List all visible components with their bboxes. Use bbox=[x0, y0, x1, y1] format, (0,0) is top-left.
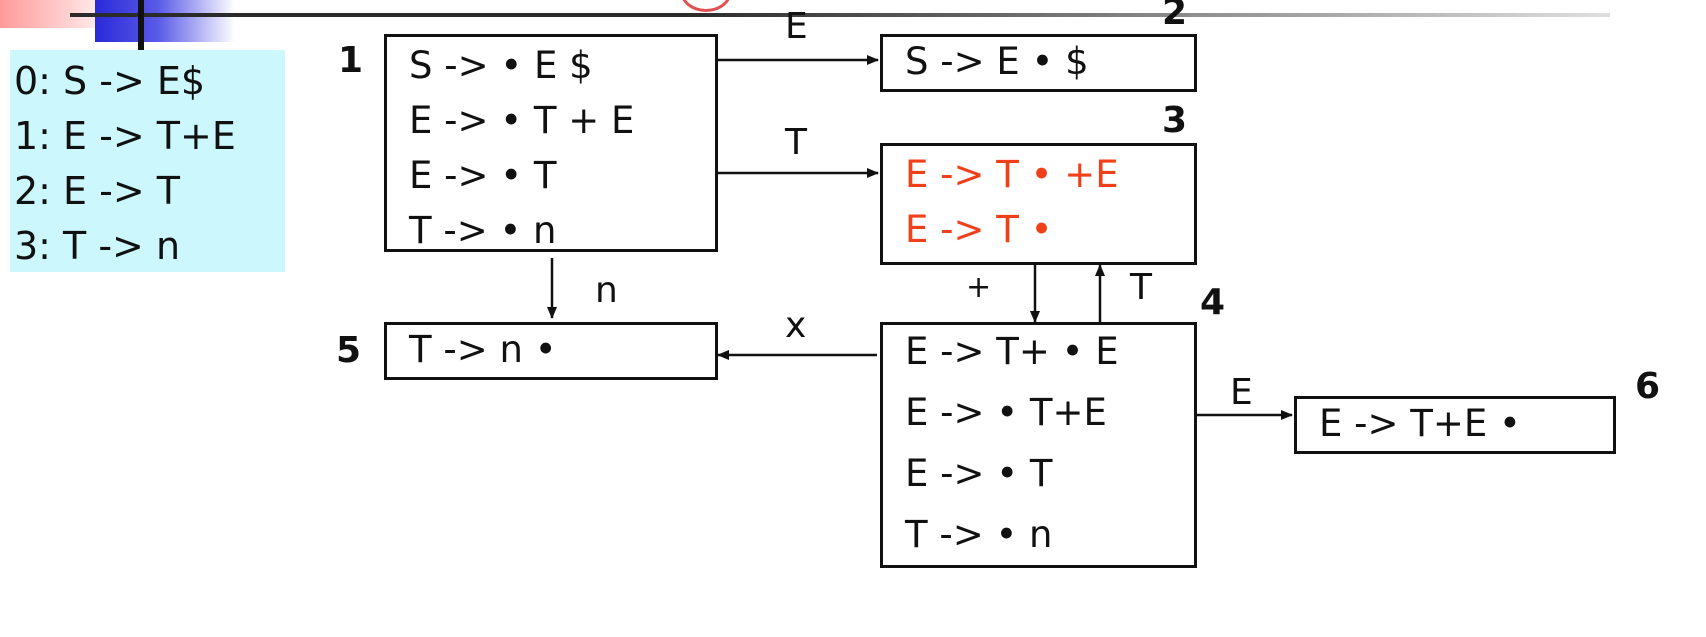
lr-item: T -> • n bbox=[905, 513, 1053, 556]
lr-item: E -> • T bbox=[905, 452, 1053, 495]
state-box-1: S -> • E $ E -> • T + E E -> • T T -> • … bbox=[384, 34, 718, 252]
state-box-4: E -> T+ • E E -> • T+E E -> • T T -> • n bbox=[880, 322, 1197, 568]
edge-label-4-5: x bbox=[785, 305, 807, 346]
state-box-6: E -> T+E • bbox=[1294, 396, 1616, 454]
state-number-3: 3 bbox=[1162, 100, 1188, 141]
edge-label-4-6: E bbox=[1230, 372, 1253, 413]
header-rule-line bbox=[70, 13, 1610, 17]
lr-item: S -> • E $ bbox=[409, 44, 593, 87]
grammar-rules-panel: 0: S -> E$ 1: E -> T+E 2: E -> T 3: T ->… bbox=[10, 50, 285, 272]
lr-item: E -> T+ • E bbox=[905, 330, 1119, 373]
lr-item: T -> • n bbox=[409, 209, 557, 252]
edge-label-1-3: T bbox=[785, 122, 807, 163]
state-number-1: 1 bbox=[338, 40, 364, 81]
edge-label-1-2: E bbox=[785, 6, 808, 47]
lr-item: E -> • T bbox=[409, 154, 557, 197]
state-number-5: 5 bbox=[336, 330, 362, 371]
header-decoration-blue bbox=[95, 0, 235, 42]
header-tick-mark bbox=[138, 0, 144, 52]
grammar-rule: 3: T -> n bbox=[14, 224, 181, 268]
state-number-2: 2 bbox=[1162, 0, 1188, 33]
edge-label-1-5: n bbox=[595, 270, 618, 311]
state-box-5: T -> n • bbox=[384, 322, 718, 380]
lr-item: E -> • T+E bbox=[905, 391, 1107, 434]
state-number-6: 6 bbox=[1635, 366, 1661, 407]
state-box-3: E -> T • +E E -> T • bbox=[880, 143, 1197, 265]
state-box-2: S -> E • $ bbox=[880, 34, 1197, 92]
lr-item: E -> • T + E bbox=[409, 99, 635, 142]
lr-item-conflict: E -> T • +E bbox=[905, 153, 1119, 196]
lr-item: S -> E • $ bbox=[905, 40, 1089, 83]
edge-label-3-4: + bbox=[966, 270, 992, 305]
grammar-rule: 1: E -> T+E bbox=[14, 114, 236, 158]
grammar-rule: 2: E -> T bbox=[14, 169, 180, 213]
lr-item-conflict: E -> T • bbox=[905, 208, 1053, 251]
lr-item: T -> n • bbox=[409, 328, 557, 371]
state-number-4: 4 bbox=[1200, 282, 1226, 323]
grammar-rule: 0: S -> E$ bbox=[14, 59, 206, 103]
edge-label-4-3: T bbox=[1130, 267, 1152, 308]
lr-item: E -> T+E • bbox=[1319, 402, 1521, 445]
